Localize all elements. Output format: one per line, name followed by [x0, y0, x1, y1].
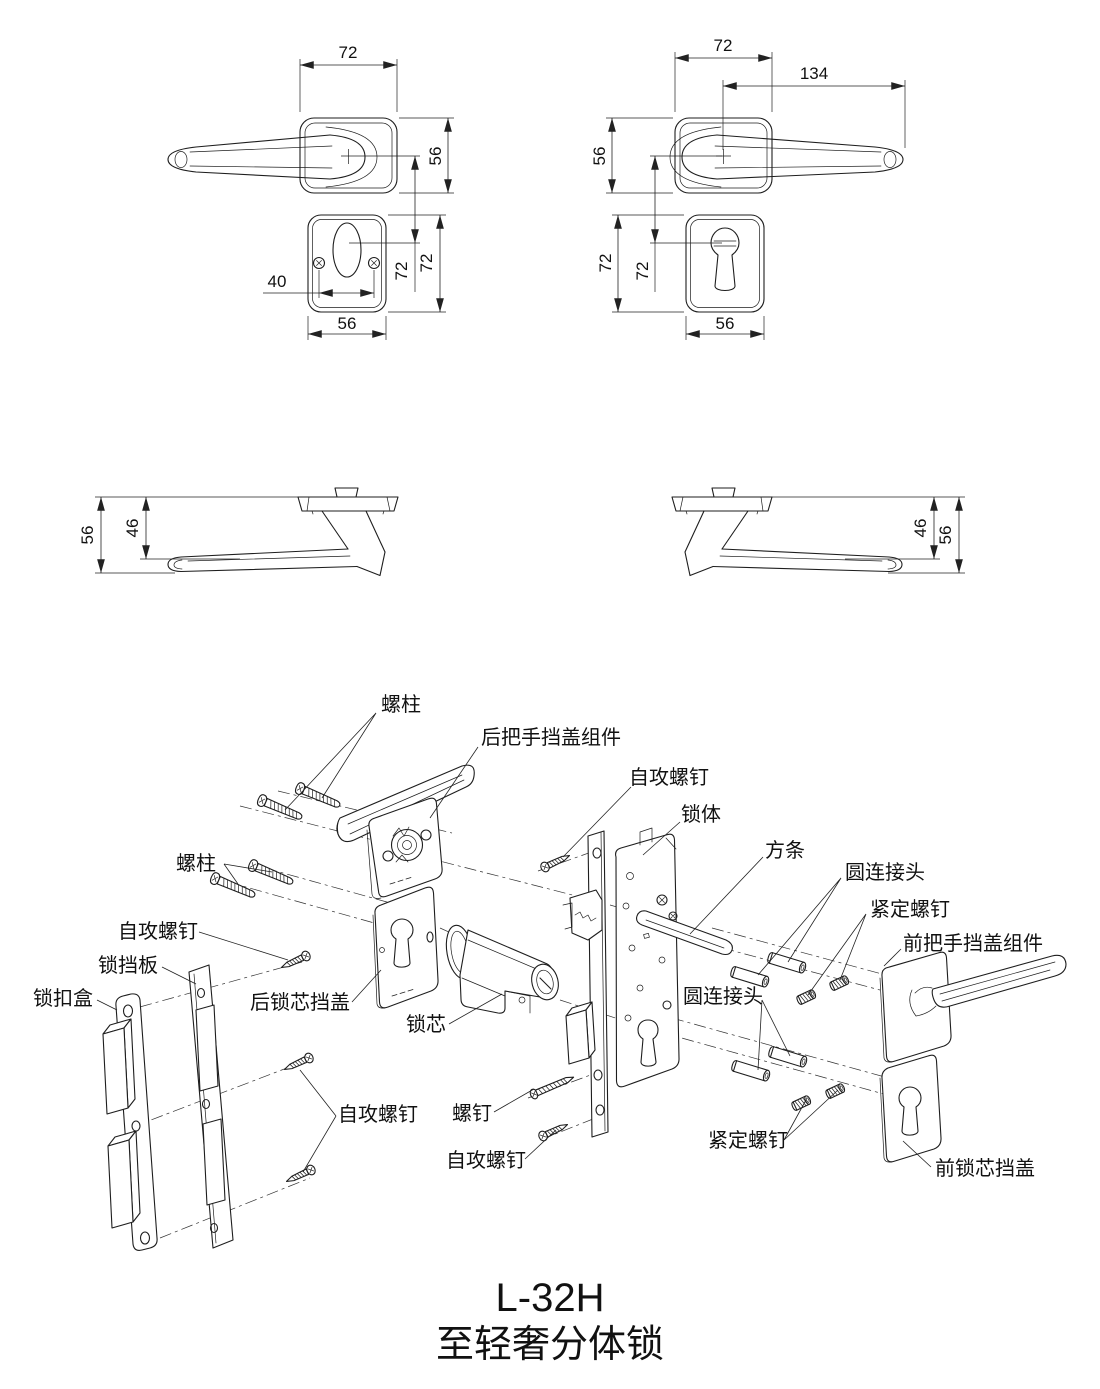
- dim-rosette-width: 72: [714, 36, 733, 55]
- dim-rosette-height: 56: [426, 147, 445, 166]
- label-square-spindle: 方条: [765, 839, 805, 862]
- rear-cylinder-cover-part: [372, 886, 439, 1009]
- label-stud-top: 螺柱: [381, 693, 421, 716]
- dim-escutcheon-width: 56: [338, 314, 357, 333]
- self-tapping-screw: [278, 949, 313, 973]
- stud-screw: [293, 780, 343, 812]
- part-labels: 螺柱 后把手挡盖组件 自攻螺钉 锁体 方条 圆连接头 紧定螺钉 前把手挡盖组件 …: [33, 693, 1043, 1180]
- dim-total-height: 56: [78, 526, 97, 545]
- set-screw: [795, 988, 818, 1006]
- rosette-outline: [674, 117, 773, 194]
- center-crosshair: [716, 149, 731, 164]
- label-rear-cylinder-cover: 后锁芯挡盖: [250, 991, 350, 1014]
- self-tapping-screw: [283, 1163, 318, 1187]
- round-connector: [767, 1045, 809, 1069]
- front-view-right-handle: 72 134 56 72 72 56: [590, 36, 906, 340]
- dim-escutcheon-width: 56: [716, 314, 735, 333]
- dim-escutcheon-height: 72: [596, 254, 615, 273]
- fixing-screw-left: [312, 256, 326, 270]
- label-strike-plate: 锁挡板: [98, 954, 158, 977]
- label-round-connector-upper: 圆连接头: [845, 861, 925, 884]
- set-screw: [828, 974, 851, 992]
- round-connector: [730, 1059, 772, 1083]
- label-lock-cylinder: 锁芯: [406, 1013, 446, 1036]
- label-self-tapping-screw-left: 自攻螺钉: [118, 920, 198, 943]
- self-tapping-screw: [281, 1051, 316, 1075]
- rosette-outline: [299, 117, 398, 194]
- fixing-screw-right: [367, 256, 381, 270]
- set-screw: [824, 1082, 847, 1100]
- front-handle-assembly-part: [879, 951, 1067, 1063]
- rear-handle-assembly-part: [336, 764, 475, 899]
- label-lock-body: 锁体: [681, 803, 721, 826]
- label-self-tapping-screw-top: 自攻螺钉: [629, 766, 709, 789]
- label-self-tapping-screws-center: 自攻螺钉: [338, 1103, 418, 1126]
- label-screw: 螺钉: [452, 1102, 492, 1125]
- title-block: L-32H 至轻奢分体锁: [436, 1276, 664, 1366]
- product-name: 至轻奢分体锁: [436, 1324, 664, 1366]
- latch-bolt: [569, 889, 603, 941]
- escutcheon-right: [685, 214, 765, 313]
- dim-lever-height: 46: [911, 519, 930, 538]
- euro-keyhole: [710, 227, 740, 292]
- leader-lines: [96, 712, 932, 1173]
- rosette-inner-outline: [679, 122, 768, 189]
- dim-center-distance: 72: [633, 262, 652, 281]
- model-number: L-32H: [496, 1276, 605, 1320]
- side-view-left: 56 46: [78, 487, 399, 577]
- label-set-screw-upper: 紧定螺钉: [870, 898, 950, 921]
- label-front-cylinder-cover: 前锁芯挡盖: [935, 1157, 1035, 1180]
- label-stud-left: 螺柱: [176, 852, 216, 875]
- self-tapping-screw: [536, 1119, 571, 1143]
- exploded-assembly-view: 螺柱 后把手挡盖组件 自攻螺钉 锁体 方条 圆连接头 紧定螺钉 前把手挡盖组件 …: [33, 693, 1067, 1251]
- lever-left: [167, 126, 378, 188]
- stud-screw: [246, 857, 296, 889]
- label-set-screw-lower: 紧定螺钉: [708, 1129, 788, 1152]
- handle-profile: [671, 487, 903, 577]
- stud-screw: [208, 870, 258, 902]
- round-connector: [766, 951, 808, 975]
- square-spindle-bar: [636, 910, 733, 956]
- lock-body-part: [562, 827, 733, 1138]
- rosette-inner-outline: [304, 122, 393, 189]
- dim-total-height: 56: [936, 526, 955, 545]
- label-rear-handle-cover-assembly: 后把手挡盖组件: [481, 726, 621, 749]
- dim-center-distance: 72: [392, 262, 411, 281]
- machine-screw: [528, 1072, 577, 1101]
- strike-plate-part: [188, 964, 234, 1249]
- label-front-handle-cover-assembly: 前把手挡盖组件: [903, 932, 1043, 955]
- dim-rosette-width: 72: [339, 43, 358, 62]
- front-view-left-handle: 72 56 72 72 40 56: [167, 43, 454, 340]
- strike-box-part: [102, 993, 158, 1251]
- center-crosshair: [341, 149, 356, 164]
- dim-lever-length: 134: [800, 64, 828, 83]
- dim-escutcheon-height: 72: [417, 254, 436, 273]
- label-round-connector-lower: 圆连接头: [683, 985, 763, 1008]
- handle-profile: [167, 487, 399, 577]
- escutcheon-left: [307, 214, 387, 313]
- label-self-tapping-screw-bottom: 自攻螺钉: [446, 1149, 526, 1172]
- front-cylinder-cover-part: [879, 1054, 942, 1163]
- round-connector: [729, 965, 771, 989]
- side-view-right: 46 56: [671, 487, 965, 577]
- lock-cylinder-part: [445, 924, 559, 1014]
- dim-lever-height: 46: [123, 519, 142, 538]
- thumbturn-keyhole: [332, 222, 362, 278]
- self-tapping-screw: [538, 850, 573, 874]
- dim-rosette-height: 56: [590, 147, 609, 166]
- dim-screw-spacing: 40: [268, 272, 287, 291]
- lever-right: [669, 126, 904, 188]
- label-strike-box: 锁扣盒: [33, 987, 93, 1010]
